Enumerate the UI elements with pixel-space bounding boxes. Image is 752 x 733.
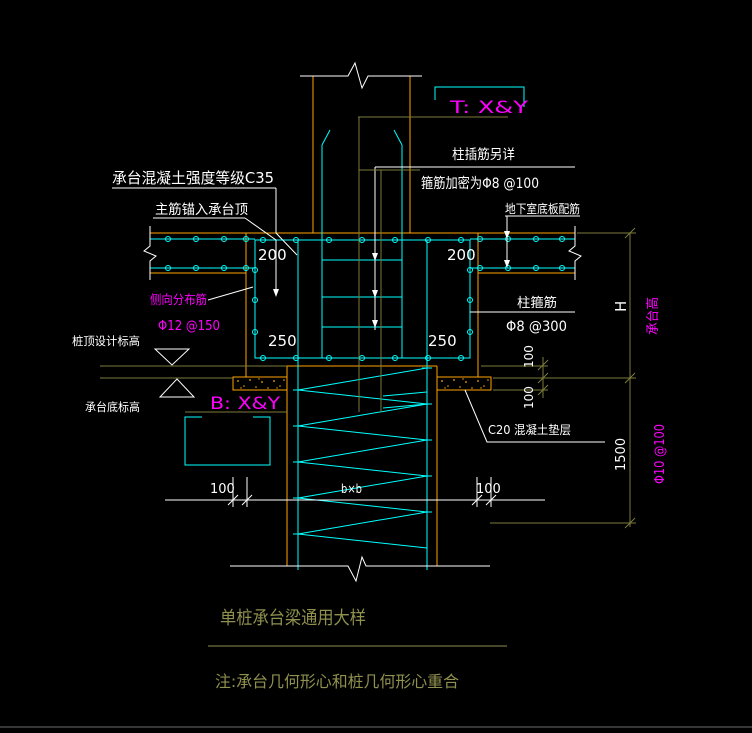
cap-rebar-cage xyxy=(254,239,471,359)
bedding-overhang-dimensions xyxy=(165,477,545,507)
anchorage-label: 主筋锚入承台顶 xyxy=(155,201,248,218)
anchorage-leader xyxy=(244,217,277,292)
basement-slab-arrow-2 xyxy=(504,260,510,268)
pile-break-line xyxy=(230,555,490,583)
elevation-triangle-down xyxy=(153,348,191,366)
drawing-title: 单桩承台梁通用大样 xyxy=(220,608,366,629)
column-dowels-label: 柱插筋另详 xyxy=(452,146,515,163)
stirrup-arrow-3 xyxy=(372,320,378,328)
spiral-spec-label: Φ10 @100 xyxy=(653,424,668,484)
cap-bottom-level-label: 承台底标高 xyxy=(85,400,140,414)
top-bars-bracket xyxy=(434,86,525,107)
column-stirrups-spec-label: Φ8 @300 xyxy=(506,319,567,335)
stirrup-arrow-2 xyxy=(372,290,378,298)
top-bars-label: T: X&Y xyxy=(449,98,529,118)
cap-height-label: 承台高 xyxy=(645,297,661,335)
pile-section-label: b×b xyxy=(341,482,362,496)
bedding-strip-right xyxy=(436,376,492,391)
dim-250-left: 250 xyxy=(268,332,297,350)
stirrup-densify-label: 箍筋加密为Φ8 @100 xyxy=(421,175,539,192)
spiral-ticks xyxy=(293,367,432,535)
bottom-bars-label: B: X&Y xyxy=(210,394,281,414)
stirrup-arrow-1 xyxy=(372,253,378,261)
pile-top-level-label: 桩顶设计标高 xyxy=(72,334,140,348)
dim-200-left: 200 xyxy=(258,246,287,264)
beam-bar-indicators xyxy=(185,116,508,413)
spiral-dense-2 xyxy=(382,403,428,409)
stirrup-symbol xyxy=(184,416,271,466)
dim-200-right: 200 xyxy=(447,246,476,264)
right-dimension-chains xyxy=(481,227,636,529)
basement-slab-arrow-1 xyxy=(504,231,510,239)
bedding-hatch-left xyxy=(237,378,285,389)
anchorage-arrow xyxy=(273,289,279,297)
pile-spiral xyxy=(297,367,428,549)
elevation-triangle-up xyxy=(158,378,196,398)
lateral-bars-label: 侧向分布筋 xyxy=(150,292,207,307)
bedding-leader xyxy=(464,389,605,443)
rebar-lines xyxy=(150,86,575,570)
concrete-grade-leader xyxy=(275,188,298,256)
leader-lines xyxy=(112,166,605,443)
slab-break-left xyxy=(143,226,157,280)
spiral-dense-1 xyxy=(382,391,428,397)
break-lines xyxy=(143,61,582,583)
dim-100-bedding: 100 xyxy=(522,386,536,409)
dim-100-pile-embed: 100 xyxy=(522,345,536,368)
bedding-strip-left xyxy=(232,376,288,391)
lateral-bars-spec-label: Φ12 @150 xyxy=(158,318,220,334)
concrete-outlines xyxy=(150,76,575,566)
bedding-hatch-right xyxy=(441,378,489,389)
drawing-note: 注:承台几何形心和桩几何形心重合 xyxy=(215,672,459,691)
bedding-label: C20 混凝土垫层 xyxy=(488,422,571,437)
dowel-hook-left xyxy=(321,129,331,146)
dim-250-right: 250 xyxy=(428,332,457,350)
concrete-grade-label: 承台混凝土强度等级C35 xyxy=(112,169,274,187)
elevation-markers xyxy=(100,348,287,398)
dim-100-left: 100 xyxy=(210,482,235,497)
height-letter-label: H xyxy=(612,301,630,312)
column-stirrups-label: 柱箍筋 xyxy=(517,295,557,311)
slab-break-right xyxy=(568,226,582,280)
lateral-bars-leader xyxy=(207,286,254,301)
rebar-dots xyxy=(165,236,565,361)
column-break-line xyxy=(300,61,422,90)
dim-100-right: 100 xyxy=(476,482,501,497)
dowel-hook-right xyxy=(393,129,403,146)
basement-slab-label: 地下室底板配筋 xyxy=(505,201,580,216)
dim-1500: 1500 xyxy=(614,438,629,471)
